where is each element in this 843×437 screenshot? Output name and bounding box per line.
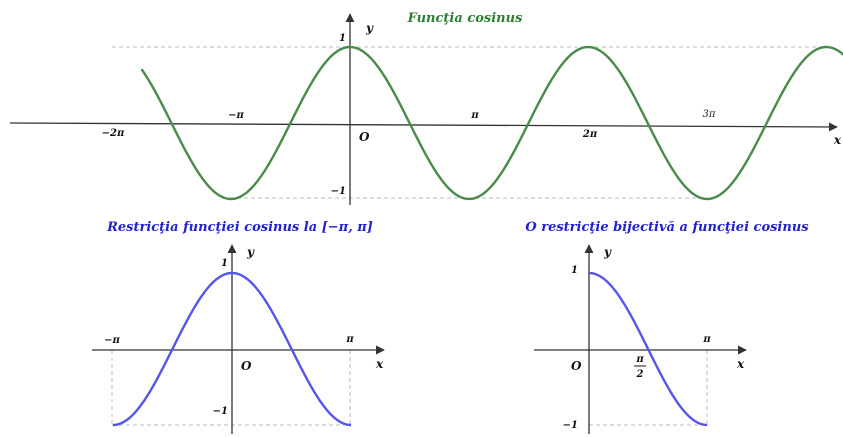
- panel-cosine: Funcţia cosinus y x O −2π −π π 2π 3π 1 −…: [9, 11, 843, 205]
- y-tick-label-minus-1: −1: [331, 186, 346, 197]
- origin-label-restriction: O: [241, 359, 252, 373]
- tick-label-minus-pi: −π: [228, 110, 244, 121]
- y-tick-label-minus-1: −1: [563, 420, 578, 431]
- tick-label-pi-over-2-num: π: [635, 354, 644, 365]
- tick-label-pi-over-2-den: 2: [636, 369, 644, 380]
- tick-label-2pi: 2π: [582, 129, 598, 140]
- tick-label-minus-2pi: −2π: [102, 128, 125, 139]
- y-tick-label-1: 1: [339, 33, 346, 44]
- y-axis-label-bijective: y: [603, 245, 612, 259]
- x-axis-label-cosine: x: [833, 133, 842, 147]
- x-axis: [9, 122, 838, 132]
- tick-label-pi: π: [470, 110, 479, 121]
- tick-label-pi: π: [702, 334, 711, 345]
- origin-label-bijective: O: [571, 359, 582, 373]
- y-axis-label-cosine: y: [365, 21, 374, 35]
- tick-label-minus-pi: −π: [104, 335, 120, 346]
- tick-label-pi: π: [345, 334, 354, 345]
- chart-title-bijective: O restricţie bijectivă a funcţiei cosinu…: [525, 220, 809, 235]
- y-tick-label-minus-1: −1: [213, 406, 228, 417]
- restriction-curve: [112, 271, 352, 427]
- panel-bijective: O restricţie bijectivă a funcţiei cosinu…: [525, 220, 809, 434]
- tick-label-3pi: 3π: [703, 109, 716, 120]
- origin-label-cosine: O: [359, 130, 370, 144]
- bijective-curve: [589, 271, 708, 427]
- y-tick-label-1: 1: [571, 265, 578, 276]
- x-axis-label-restriction: x: [375, 357, 384, 371]
- y-axis-label-restriction: y: [246, 245, 255, 259]
- chart-title-cosine: Funcţia cosinus: [407, 11, 523, 26]
- chart-title-restriction: Restricţia funcţiei cosinus la [−π, π]: [106, 220, 373, 235]
- panel-restriction: Restricţia funcţiei cosinus la [−π, π] y…: [92, 220, 385, 434]
- y-tick-label-1: 1: [221, 258, 228, 269]
- x-axis-label-bijective: x: [736, 357, 745, 371]
- cosine-curve: [140, 45, 843, 201]
